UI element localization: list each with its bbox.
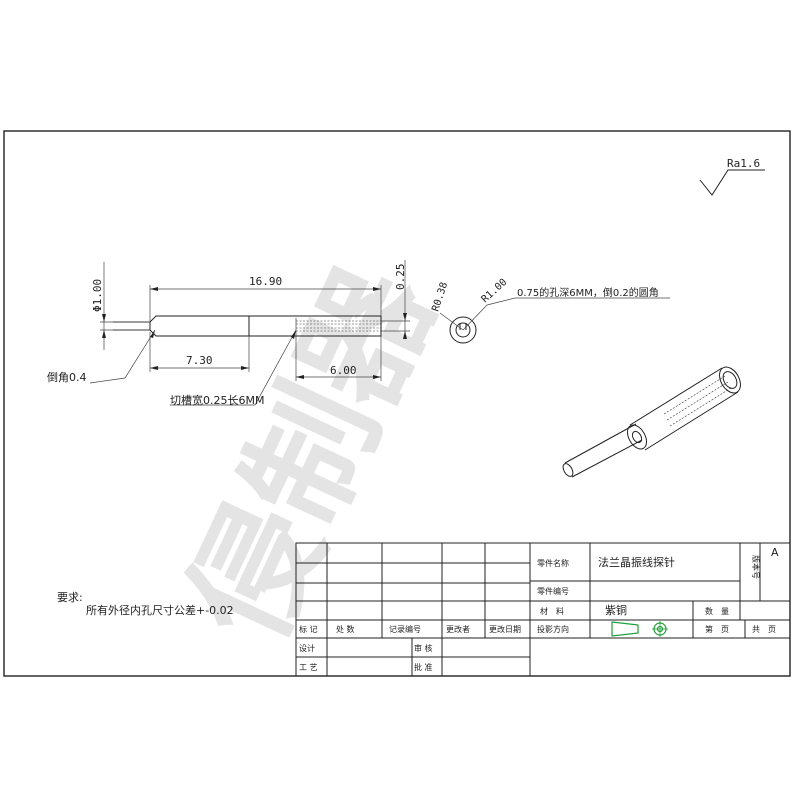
dim-slot-width: 0.25	[394, 260, 407, 339]
title-block: 零件名称 法兰晶振线探针 零件编号 材 料 紫铜 数 量 投影方向 第 页 共 …	[295, 542, 791, 677]
dim-diameter: Φ1.00	[91, 262, 150, 350]
callout-chamfer	[89, 329, 156, 384]
row-header-count: 处 数	[336, 624, 355, 634]
part-no-label: 零件编号	[537, 586, 569, 596]
part-name: 法兰晶振线探针	[598, 555, 675, 569]
total-label: 共 页	[752, 625, 776, 634]
material-value: 紫铜	[605, 603, 627, 617]
chamfer-note: 倒角0.4	[47, 371, 87, 384]
row-header-changer: 更改者	[446, 624, 470, 634]
slot-note: 切槽宽0.25长6MM	[170, 394, 265, 407]
approve-label: 批 准	[414, 662, 433, 672]
probe-end-view: R0.38 R1.00 0.75的孔深6MM，倒0.2的圆角	[430, 277, 670, 344]
dim-slot-length: 6.00	[295, 334, 382, 381]
projection-label: 投影方向	[537, 624, 569, 634]
probe-isometric-view	[562, 366, 741, 478]
roughness-text: Ra1.6	[727, 157, 760, 170]
dim-step-length: 7.30	[149, 332, 250, 372]
review-label: 审 核	[414, 643, 433, 653]
hole-note-text: 0.75的孔深6MM，倒0.2的圆角	[517, 286, 659, 299]
row-header-mark: 标 记	[299, 624, 318, 634]
projection-icon	[611, 621, 668, 637]
radius-large-text: R1.00	[480, 277, 510, 305]
roughness-symbol: Ra1.6	[699, 157, 765, 196]
sheet-label: 第 页	[705, 624, 729, 634]
row-header-record: 记录编号	[389, 624, 421, 634]
dim-slot-width-text: 0.25	[394, 264, 407, 291]
design-label: 设计	[299, 643, 315, 653]
craft-label: 工 艺	[299, 663, 318, 672]
material-label: 材 料	[540, 606, 564, 616]
version-label: 版本号	[751, 555, 761, 579]
dim-step-text: 7.30	[186, 354, 213, 367]
row-header-date: 更改日期	[489, 624, 521, 634]
requirements-title: 要求:	[57, 591, 83, 604]
part-name-label: 零件名称	[537, 558, 569, 568]
dim-slot-text: 6.00	[330, 364, 357, 377]
callout-slot	[170, 329, 297, 406]
requirements-text: 所有外径内孔尺寸公差+-0.02	[86, 604, 234, 617]
dim-overall-text: 16.90	[249, 275, 282, 288]
version-value: A	[771, 546, 779, 559]
dim-overall-length: 16.90	[149, 275, 382, 322]
quantity-label: 数 量	[705, 606, 729, 616]
dim-diameter-text: Φ1.00	[91, 279, 104, 312]
